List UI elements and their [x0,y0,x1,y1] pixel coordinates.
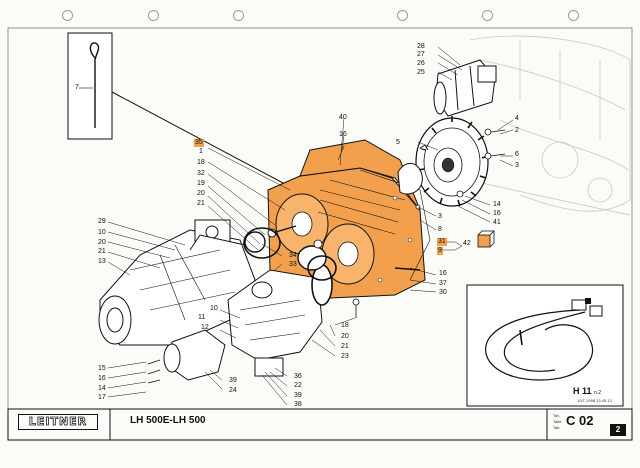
callout-highlighted: 35 [194,139,204,147]
dipstick-inset [67,32,316,201]
callout-label: 1 [199,148,203,155]
callout-label: 16 [98,375,106,382]
callout-label: 10 [98,229,106,236]
small-hardware [147,128,506,384]
table-label: Tafel [553,419,562,424]
callout-label: 26 [417,60,425,67]
callout-label: 18 [341,322,349,329]
callout-label: 12 [201,324,209,331]
callout-label: 28 [417,43,425,50]
wiring-harness-inset [466,284,624,407]
callout-label: 21 [341,343,349,350]
starter-motor [433,59,497,117]
callout-label: 16 [339,131,347,138]
callout-label: 20 [98,239,106,246]
callout-label: 30 [439,289,447,296]
inset-label: H 11 n.2 [573,386,601,396]
callout-label: 32 [197,170,205,177]
callout-label: 13 [98,258,106,265]
callout-label: 11 [198,314,206,321]
callout-label: 5 [396,139,400,146]
callout-label: 24 [229,387,237,394]
part-42-cube-icon [477,234,491,248]
callout-label: 40 [339,114,347,121]
callout-label: 39 [294,392,302,399]
o-rings [243,227,337,281]
callout-label: 39 [229,377,237,384]
callout-highlighted: 31 [437,238,447,246]
callout-label: 17 [98,394,106,401]
hydraulic-pump-left [98,219,297,346]
callout-label: 21 [98,248,106,255]
callout-label: 41 [493,219,501,226]
callout-label: 4 [515,115,519,122]
callout-label: 3 [438,213,442,220]
flywheel [397,116,489,207]
page-number: 2 [610,424,626,436]
title-block [7,408,633,441]
callout-highlighted: 9 [437,247,443,255]
background-engine-sketch [469,35,631,216]
callout-label: 15 [98,365,106,372]
callout-label: 3 [515,162,519,169]
callout-label: 42 [463,240,471,247]
callout-label: 14 [98,385,106,392]
callout-label: 16 [493,210,501,217]
table-label: Tav. [553,413,561,418]
callout-label: 10 [210,305,218,312]
callout-label: 36 [294,373,302,380]
callout-label: 19 [197,180,205,187]
callout-label: 33 [289,261,297,268]
callout-label: 7 [75,84,79,91]
callout-label: 20 [197,190,205,197]
callout-label: 23 [341,353,349,360]
date-code: 10/7-1998 13.45.13 [577,398,612,403]
callout-label: 6 [515,151,519,158]
brand-logo: LEITNER [18,414,98,430]
callout-label: 29 [98,218,106,225]
callout-label: 38 [294,401,302,408]
page-code: C 02 [566,413,594,428]
callout-label: 22 [294,382,302,389]
callout-label: 2 [515,127,519,134]
callout-label: 8 [438,226,442,233]
callout-label: 27 [417,51,425,58]
callout-label: 25 [417,69,425,76]
callout-label: 14 [493,201,501,208]
table-label: Tab. [553,425,561,430]
control-valve-center [163,245,333,381]
callout-label: 34 [289,252,297,259]
callout-label: 16 [439,270,447,277]
callout-label: 37 [439,280,447,287]
model-title: LH 500E-LH 500 [130,415,206,426]
callout-label: 21 [197,200,205,207]
callout-label: 18 [197,159,205,166]
callout-label: 20 [341,333,349,340]
